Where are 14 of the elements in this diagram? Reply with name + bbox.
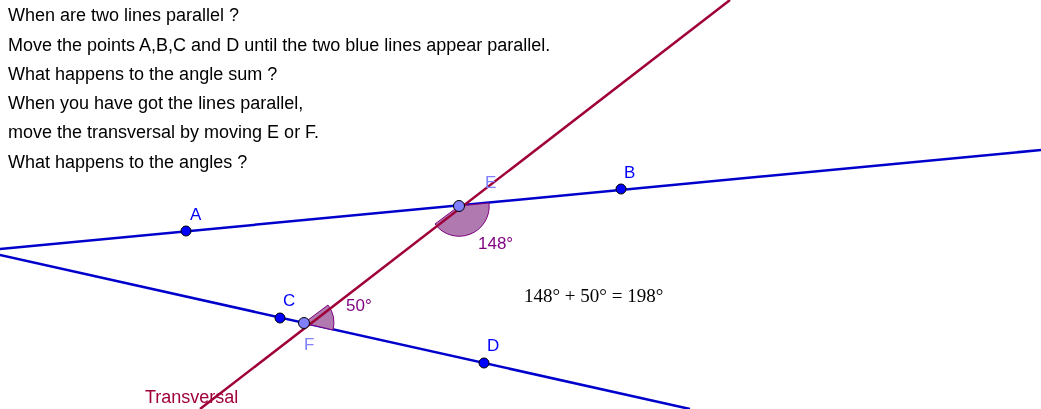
point-label: F — [304, 336, 315, 353]
point-label: C — [283, 292, 296, 309]
instruction-text: move the transversal by moving E or F. — [8, 123, 320, 141]
point-label: B — [624, 164, 636, 181]
instruction-text: When you have got the lines parallel, — [8, 94, 304, 112]
point-label: A — [190, 206, 202, 223]
equation-text: 148° + 50° = 198° — [524, 286, 664, 305]
angle-label: 50° — [346, 297, 372, 314]
instruction-text: Move the points A,B,C and D until the two blue lines appear parallel. — [8, 36, 551, 54]
instruction-text: When are two lines parallel ? — [8, 6, 240, 24]
angle-label: 148° — [478, 235, 514, 252]
instruction-text: What happens to the angles ? — [8, 153, 248, 171]
instruction-text: What happens to the angle sum ? — [8, 65, 278, 83]
point-label: D — [487, 337, 500, 354]
